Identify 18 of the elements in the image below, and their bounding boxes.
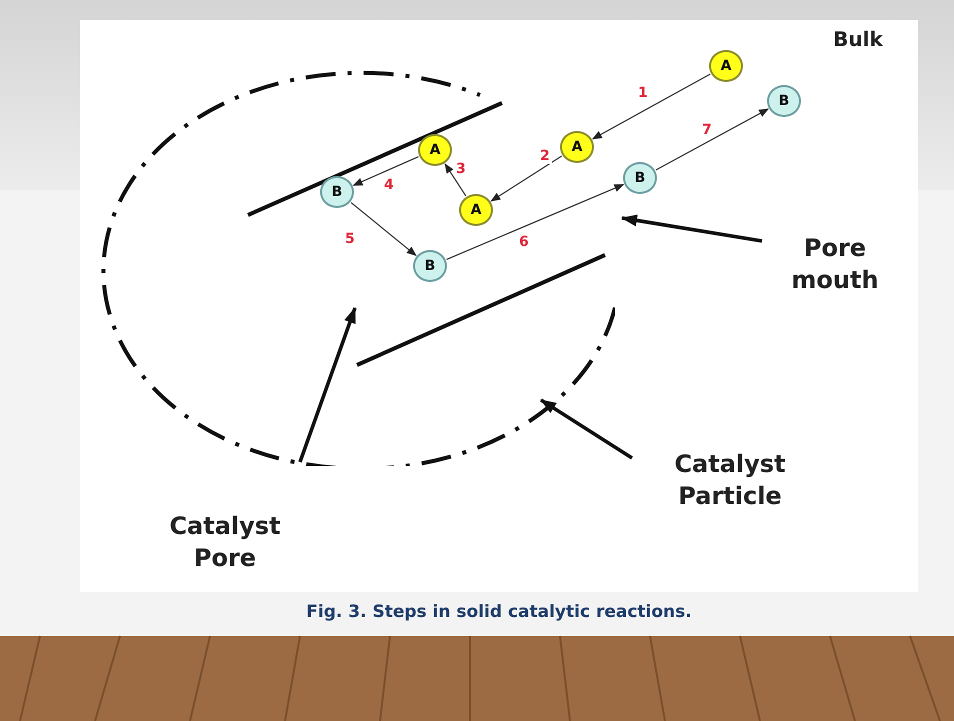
callout-text: Pore mouth (765, 232, 905, 297)
figure-caption: Fig. 3. Steps in solid catalytic reactions. (305, 602, 693, 622)
step-number: 7 (700, 123, 714, 138)
arrow (656, 108, 769, 171)
arrow (350, 202, 417, 256)
step-number: 2 (538, 149, 552, 164)
leader-arrow (540, 398, 633, 460)
callout-text: Catalyst Particle (640, 448, 820, 513)
step-number: 3 (454, 162, 468, 178)
region-label: Bulk (832, 26, 884, 53)
arrow (444, 163, 466, 196)
leader-arrow (621, 214, 762, 243)
arrow (446, 184, 624, 260)
leader-arrow (298, 307, 357, 463)
arrow (490, 155, 562, 202)
arrow (352, 156, 419, 186)
arrow (592, 74, 710, 140)
callout-text: Catalyst Pore (150, 510, 300, 575)
